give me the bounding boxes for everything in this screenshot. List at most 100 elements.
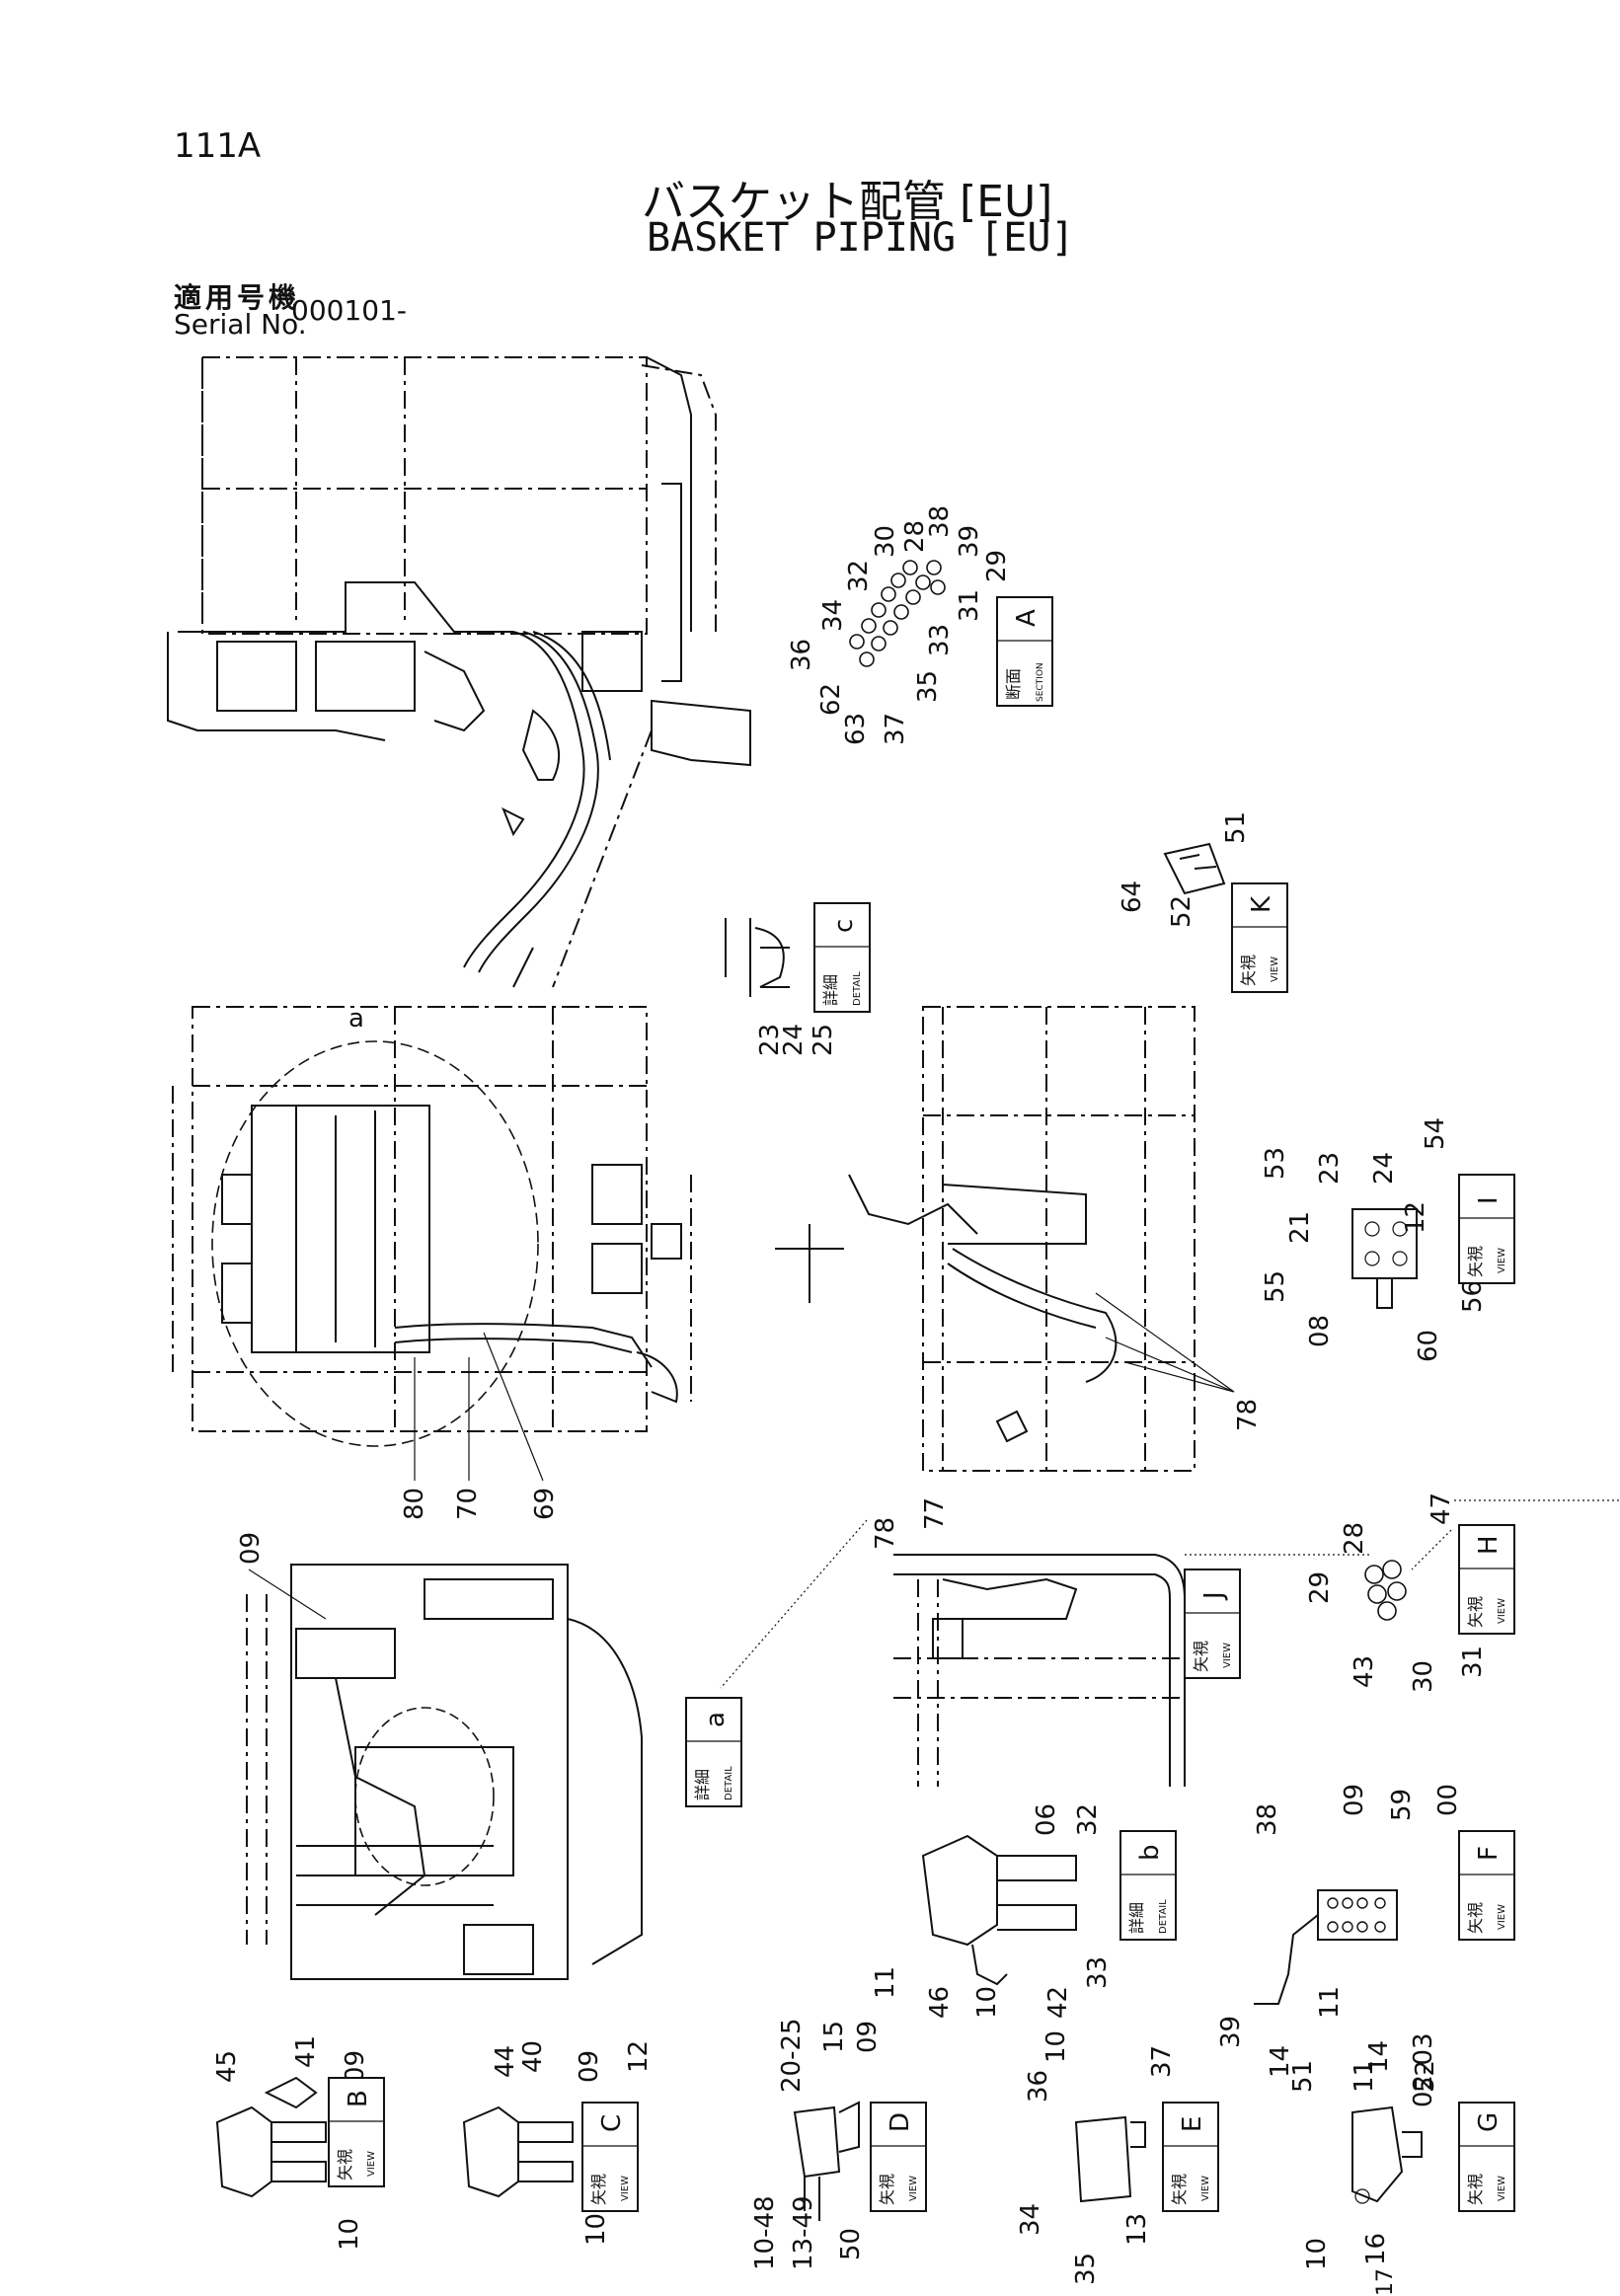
view-tag-word-jp: 矢視 bbox=[1466, 1596, 1485, 1628]
callout: 62 bbox=[816, 683, 846, 716]
callout: 17 bbox=[1373, 2268, 1398, 2296]
callout: 37 bbox=[881, 713, 910, 745]
section-a-callouts: 28 38 30 39 32 29 34 31 36 33 62 35 63 3… bbox=[787, 505, 1012, 745]
view-i-tag: I 矢視 VIEW bbox=[1458, 1174, 1515, 1284]
callout: 39 bbox=[955, 525, 984, 558]
callout: 13 bbox=[1122, 2213, 1152, 2246]
view-tag-letter: D bbox=[886, 2112, 915, 2132]
callout: 77 bbox=[920, 1497, 950, 1530]
detail-b-tag: b 詳細 DETAIL bbox=[1119, 1830, 1177, 1941]
section-tag-word-jp: 断面 bbox=[1004, 668, 1023, 700]
callout: 51 bbox=[1288, 2060, 1318, 2093]
callout: 24 bbox=[1369, 1152, 1399, 1185]
callout: 25 bbox=[809, 1024, 838, 1056]
callout: 78 bbox=[1233, 1399, 1263, 1431]
callout: 29 bbox=[1305, 1571, 1335, 1604]
callout: 10-48 bbox=[750, 2195, 780, 2270]
view-k-group: 64 52 51 K 矢視 VIEW bbox=[1118, 811, 1288, 993]
callout: 35 bbox=[913, 670, 943, 703]
callout: 43 bbox=[1350, 1655, 1379, 1688]
callout: 24 bbox=[779, 1024, 809, 1056]
callout: 10 bbox=[1302, 2238, 1332, 2270]
view-h-group: 28 47 29 43 30 31 H 矢視 VIEW bbox=[1305, 1492, 1619, 1693]
callout: 46 bbox=[925, 1986, 955, 2019]
callout: 09 bbox=[575, 2050, 604, 2083]
callout: 36 bbox=[1024, 2070, 1053, 2103]
detail-tag-word-jp: 詳細 bbox=[693, 1769, 712, 1800]
callout: 60 bbox=[1414, 1330, 1443, 1362]
callout: 70 bbox=[453, 1488, 483, 1520]
detail-tag-letter: b bbox=[1135, 1844, 1165, 1861]
callout: 31 bbox=[955, 589, 984, 622]
view-tag-word-jp: 矢視 bbox=[336, 2149, 354, 2181]
view-f-tag: F 矢視 VIEW bbox=[1458, 1830, 1515, 1941]
detail-tag-letter: a bbox=[701, 1712, 731, 1727]
callout: 30 bbox=[1409, 1660, 1438, 1693]
view-tag-word-jp: 矢視 bbox=[1192, 1641, 1210, 1672]
callout: 15 bbox=[819, 2021, 849, 2053]
page-number: 111A bbox=[174, 126, 262, 166]
callout: 08 bbox=[1305, 1315, 1335, 1347]
callout: 55 bbox=[1261, 1270, 1290, 1303]
section-a-tag: A 断面 SECTION bbox=[996, 596, 1053, 707]
callout: 12 bbox=[624, 2040, 654, 2073]
view-tag-word-en: VIEW bbox=[366, 2151, 377, 2177]
view-g-group: 51 11 52 10 16 17 G 矢視 VIEW bbox=[1288, 2060, 1515, 2296]
callout: 38 bbox=[925, 505, 955, 538]
callout: 20-25 bbox=[777, 2018, 807, 2093]
view-tag-word-jp: 矢視 bbox=[1466, 1902, 1485, 1934]
callout: 09 bbox=[236, 1532, 266, 1565]
callout: 11 bbox=[1350, 2060, 1379, 2093]
callout: 52 bbox=[1167, 895, 1196, 928]
view-tag-letter: B bbox=[344, 2090, 373, 2107]
view-tag-word-en: VIEW bbox=[1270, 957, 1280, 982]
view-e-tag: E 矢視 VIEW bbox=[1162, 2102, 1219, 2212]
basket-right-view: 78 bbox=[775, 1006, 1263, 1472]
detail-tag-word-en: DETAIL bbox=[724, 1766, 734, 1800]
view-tag-word-en: VIEW bbox=[908, 2176, 919, 2201]
detail-a-tag: a 詳細 DETAIL bbox=[685, 1697, 742, 1807]
view-tag-word-jp: 矢視 bbox=[589, 2174, 608, 2205]
view-tag-word-en: VIEW bbox=[1200, 2176, 1211, 2201]
view-tag-word-en: VIEW bbox=[620, 2176, 631, 2201]
callout: 10 bbox=[972, 1986, 1002, 2019]
view-tag-word-jp: 矢視 bbox=[878, 2174, 896, 2205]
view-k-tag: K 矢視 VIEW bbox=[1231, 882, 1288, 993]
callout: 64 bbox=[1118, 880, 1147, 913]
view-g-tag: G 矢視 VIEW bbox=[1458, 2102, 1515, 2212]
callout: 31 bbox=[1458, 1645, 1488, 1678]
view-b-group: 45 41 09 10 B 矢視 VIEW bbox=[212, 2035, 385, 2251]
view-c-group: 44 40 09 12 10 C 矢視 VIEW bbox=[462, 2040, 654, 2246]
callout: 38 bbox=[1253, 1803, 1282, 1836]
callout: 13-49 bbox=[789, 2195, 818, 2270]
detail-b-group: 06 32 11 46 10 42 33 b 詳細 DETAIL bbox=[871, 1803, 1177, 2019]
callout: 23 bbox=[1315, 1152, 1345, 1185]
callout: 44 bbox=[491, 2045, 520, 2078]
view-h-tag: H 矢視 VIEW bbox=[1458, 1524, 1515, 1635]
section-tag-letter: A bbox=[1012, 609, 1041, 627]
callout: 21 bbox=[1285, 1211, 1315, 1244]
detail-tag-word-en: DETAIL bbox=[1158, 1899, 1169, 1934]
callout: 45 bbox=[212, 2050, 242, 2083]
callout: 37 bbox=[1147, 2045, 1177, 2078]
view-tag-word-jp: 矢視 bbox=[1466, 1246, 1485, 1277]
callout: 50 bbox=[836, 2228, 866, 2260]
view-tag-letter: E bbox=[1178, 2116, 1207, 2132]
callout: 28 bbox=[900, 520, 930, 553]
view-c-tag: C 矢視 VIEW bbox=[581, 2102, 639, 2212]
view-d-group: 20-25 15 09 10-48 13-49 50 D 矢視 VIEW bbox=[750, 2018, 927, 2270]
callout: 33 bbox=[1083, 1956, 1113, 1989]
callout: 34 bbox=[818, 599, 848, 632]
view-tag-letter: H bbox=[1474, 1535, 1504, 1555]
callout: 53 bbox=[1261, 1147, 1290, 1180]
view-tag-letter: C bbox=[597, 2114, 627, 2132]
callout: 30 bbox=[871, 525, 900, 558]
view-j-tag: J 矢視 VIEW bbox=[1184, 1569, 1241, 1679]
view-d-tag: D 矢視 VIEW bbox=[870, 2102, 927, 2212]
callout: 51 bbox=[1221, 811, 1251, 844]
detail-c-group: 23 24 25 c 詳細 DETAIL bbox=[725, 902, 871, 1056]
lower-main-view: 09 a 詳細 DETAIL bbox=[236, 1532, 742, 1980]
callout: 32 bbox=[844, 560, 874, 592]
section-tag-word-en: SECTION bbox=[1036, 662, 1045, 702]
